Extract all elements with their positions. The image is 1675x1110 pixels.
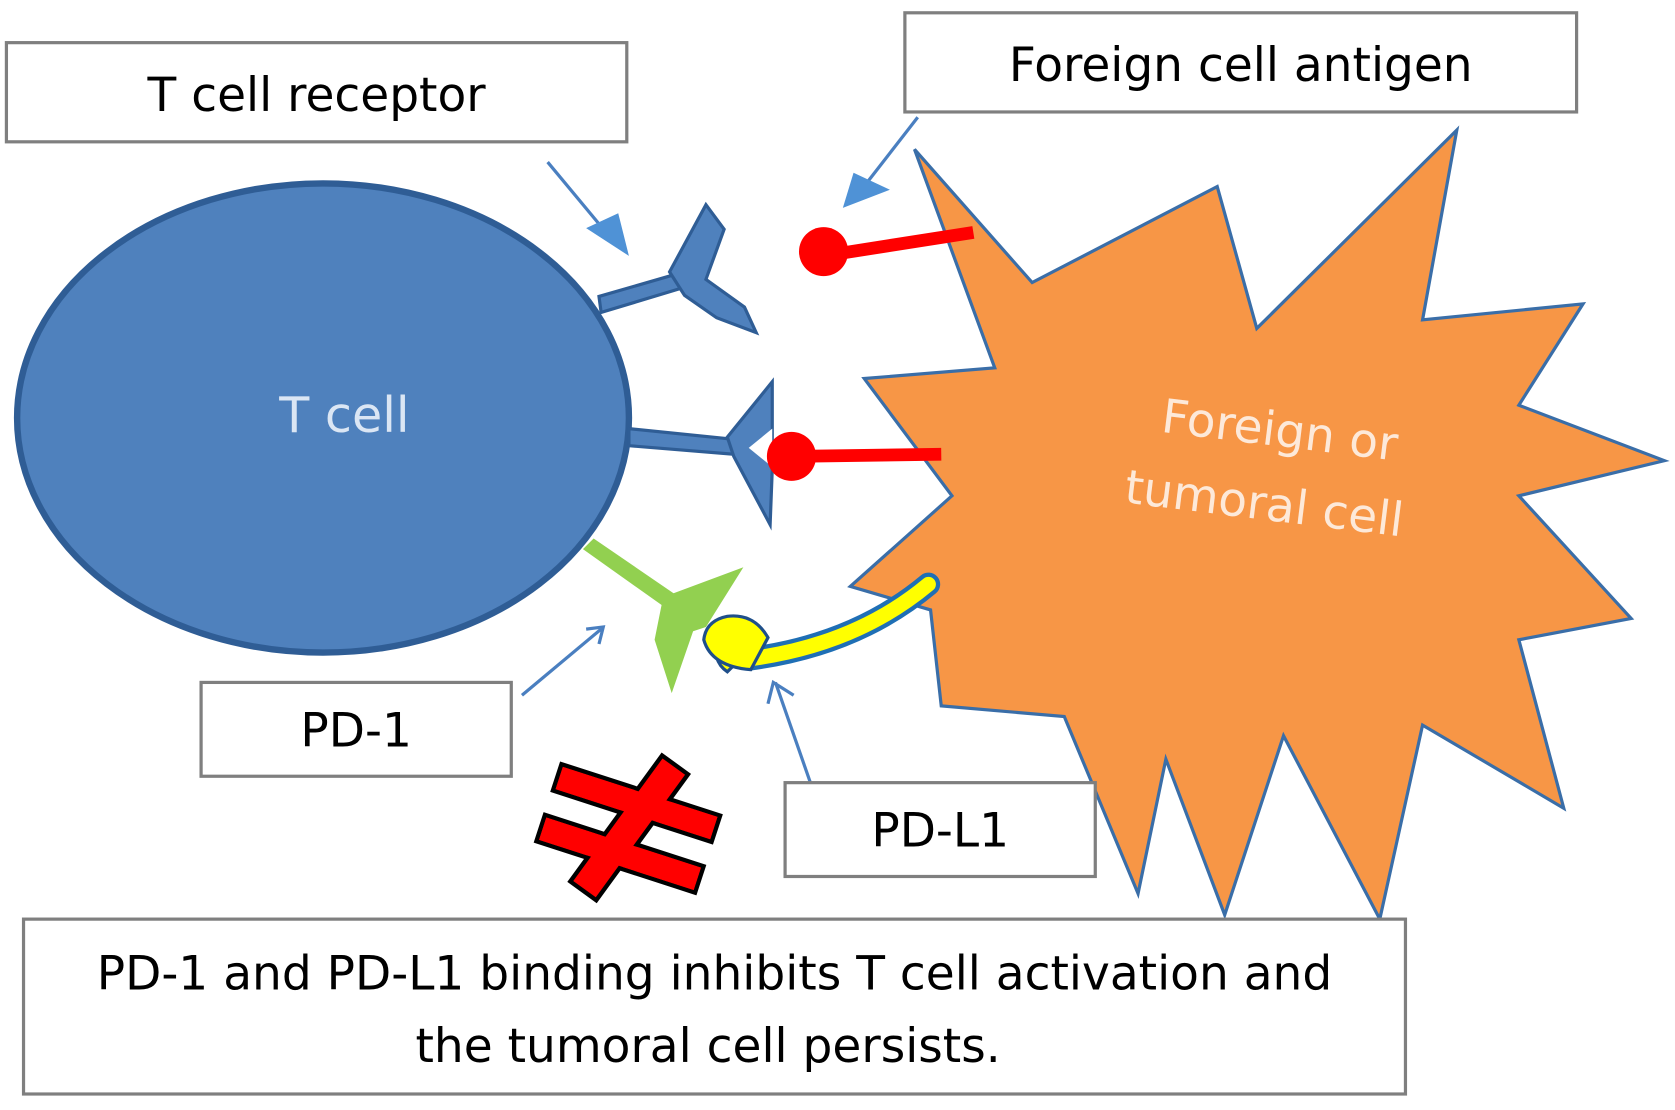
caption-line1: PD-1 and PD-L1 binding inhibits T cell a…: [97, 947, 1332, 1002]
t-cell-label: T cell: [278, 386, 409, 444]
t-cell: [13, 180, 633, 656]
arrow-to-pd1: [520, 625, 606, 697]
t-cell-receptor-lower: [627, 377, 774, 531]
t-cell-receptor-upper: [597, 201, 760, 336]
arrow-to-antigen: [842, 116, 919, 208]
label-foreign-cell-antigen: Foreign cell antigen: [903, 11, 1579, 114]
label-t-cell-receptor: T cell receptor: [4, 41, 629, 144]
arrow-to-pdl1: [766, 679, 813, 785]
label-t-cell-receptor-text: T cell receptor: [147, 68, 487, 123]
label-foreign-cell-antigen-text: Foreign cell antigen: [1009, 38, 1473, 93]
label-pdl1-text: PD-L1: [871, 804, 1009, 859]
caption-box: PD-1 and PD-L1 binding inhibits T cell a…: [21, 917, 1408, 1096]
caption-line2: the tumoral cell persists.: [415, 1019, 1000, 1074]
foreign-antigen-lower: [766, 431, 942, 481]
not-equal-icon: [533, 752, 723, 904]
arrow-to-tcr: [546, 161, 629, 256]
pd1-receptor: [582, 538, 744, 694]
foreign-antigen-upper: [798, 226, 975, 277]
label-pdl1: PD-L1: [783, 781, 1097, 879]
foreign-tumoral-cell: [847, 125, 1670, 924]
label-pd1-text: PD-1: [300, 703, 412, 758]
label-pd1: PD-1: [199, 680, 513, 778]
pdl1-ligand: [702, 572, 941, 674]
